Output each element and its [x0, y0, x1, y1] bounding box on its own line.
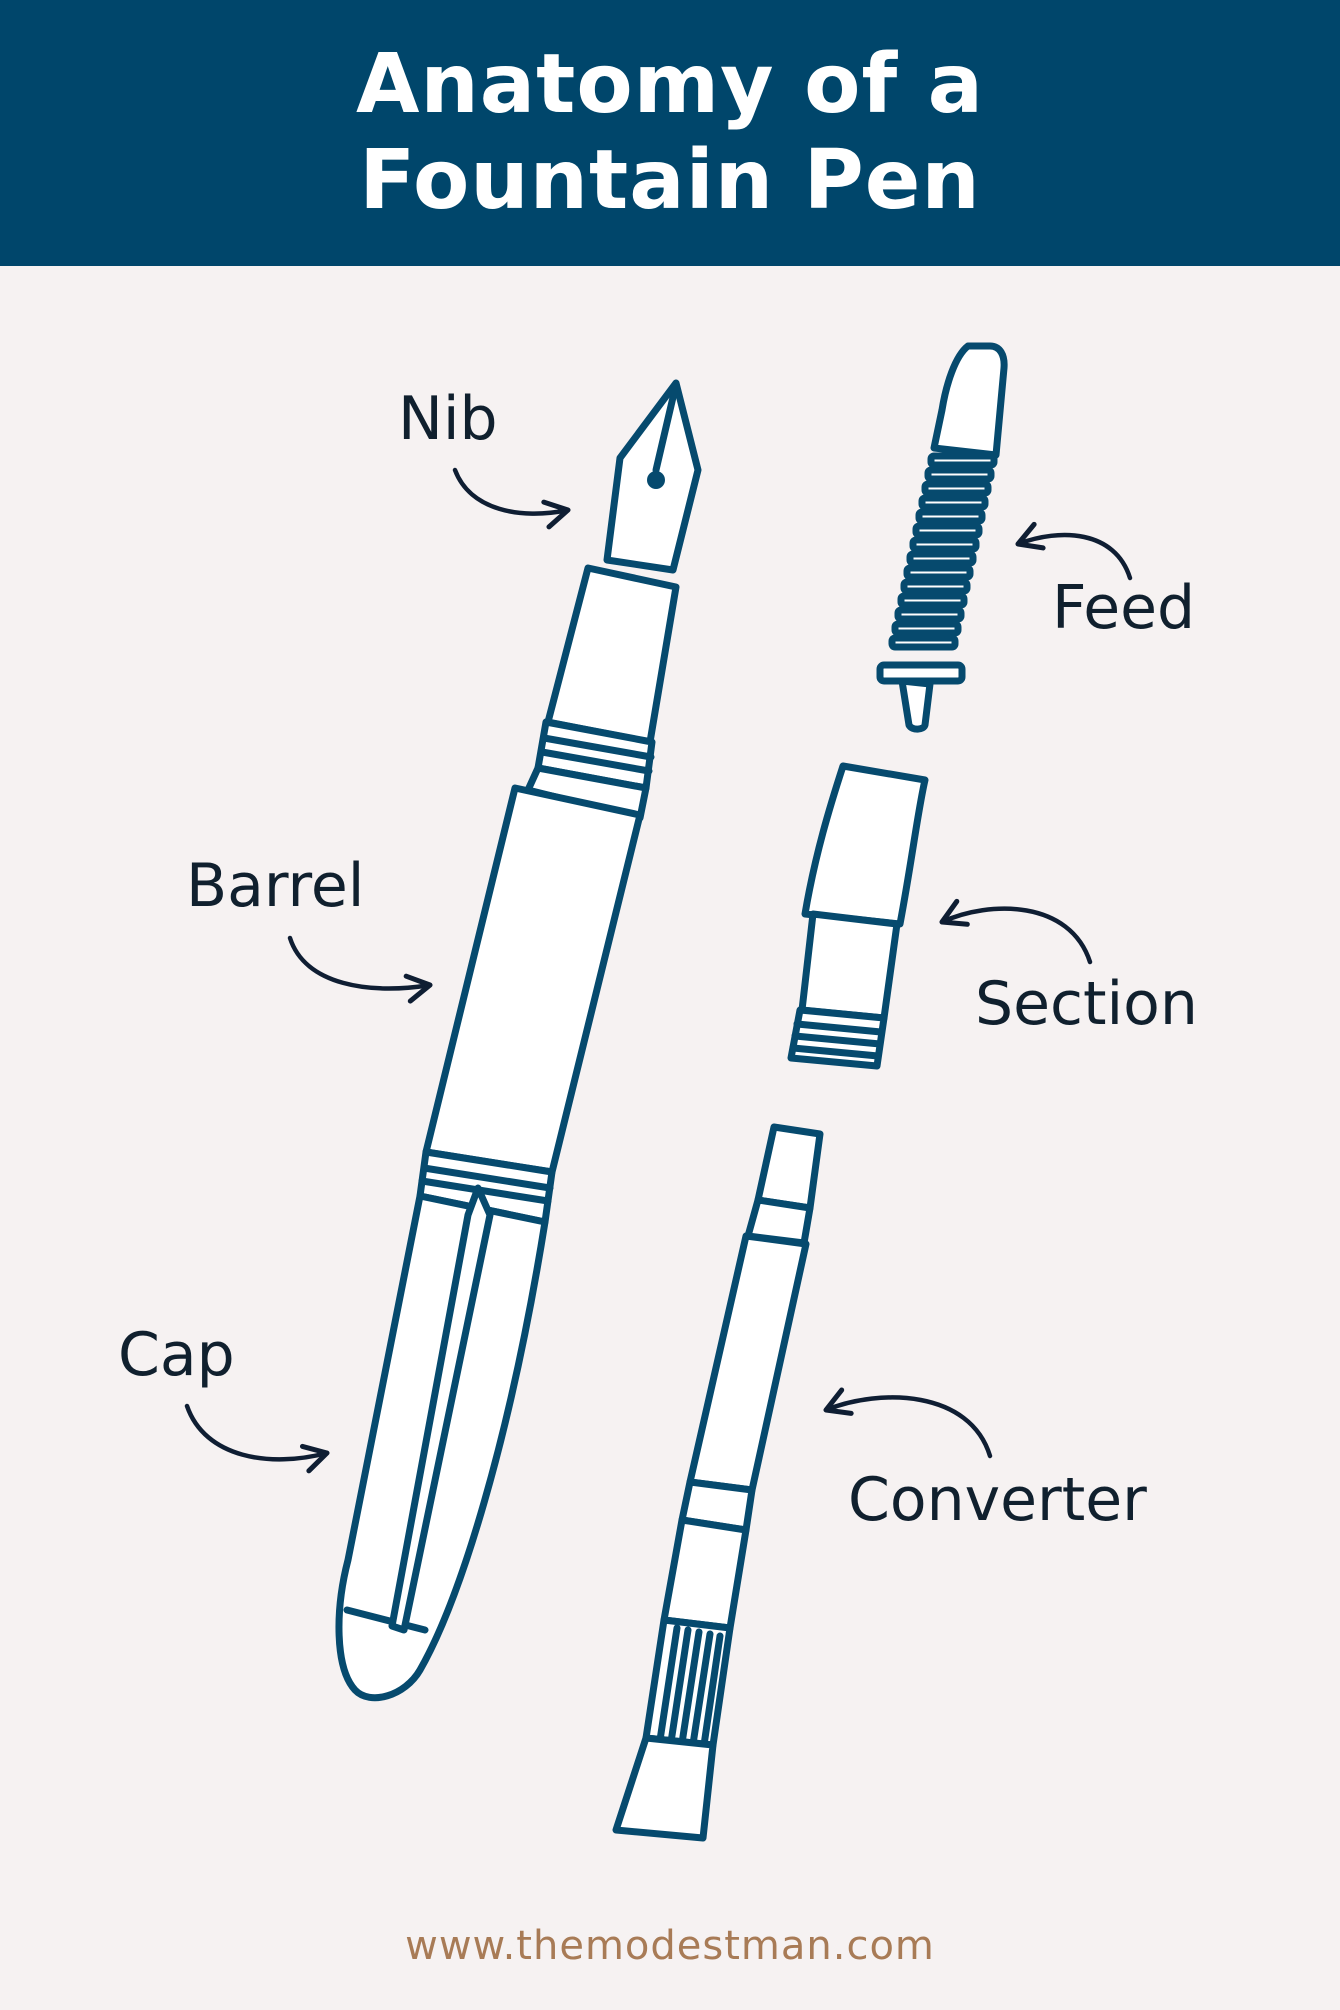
feed-tail — [898, 677, 934, 733]
feed-fin — [921, 480, 992, 497]
converter-end — [612, 1734, 717, 1842]
label-barrel: Barrel — [186, 851, 365, 921]
feed-fin — [897, 592, 968, 609]
callout-arrows — [184, 467, 1133, 1474]
feed-fin — [903, 564, 974, 581]
pen-clip — [388, 1184, 494, 1634]
label-cap: Cap — [118, 1320, 235, 1390]
section-neck — [798, 910, 901, 1022]
label-nib: Nib — [398, 384, 498, 454]
feed-fin — [906, 550, 977, 567]
converter-top — [754, 1123, 824, 1212]
feed-fin — [876, 661, 966, 685]
feed-part — [876, 342, 1008, 733]
curved-arrow-icon — [823, 1387, 993, 1459]
pen-barrel — [422, 784, 644, 1176]
converter-lower — [660, 1516, 750, 1632]
feed-fin — [909, 536, 980, 553]
feed-head — [930, 342, 1008, 459]
feed-fin — [918, 494, 989, 511]
feed-fin — [894, 606, 965, 623]
section-part — [787, 762, 929, 1070]
label-feed: Feed — [1052, 573, 1196, 643]
nib-breather-hole — [647, 471, 665, 489]
title-line-2: Fountain Pen — [359, 133, 981, 228]
label-converter: Converter — [848, 1465, 1147, 1535]
curved-arrow-icon — [1015, 521, 1133, 581]
feed-fin — [915, 508, 986, 525]
curved-arrow-icon — [287, 935, 433, 1004]
label-section: Section — [975, 969, 1198, 1039]
title-line-1: Anatomy of a — [355, 37, 985, 132]
curved-arrow-icon — [452, 467, 571, 530]
assembled-pen — [335, 379, 702, 1702]
section-grip — [801, 762, 929, 928]
converter-part — [612, 1123, 824, 1842]
pen-diagram — [184, 342, 1133, 1842]
feed-fin — [912, 522, 983, 539]
feed-fin — [927, 452, 998, 469]
footer-url: www.themodestman.com — [405, 1923, 935, 1969]
feed-fin — [900, 578, 971, 595]
curved-arrow-icon — [939, 898, 1093, 965]
feed-fin — [891, 620, 962, 637]
header-banner: Anatomy of a Fountain Pen — [0, 0, 1340, 266]
feed-fin — [924, 466, 995, 483]
pen-grip-section — [544, 564, 680, 746]
cap-tip-line — [343, 1606, 429, 1634]
nib-slit — [652, 389, 678, 474]
curved-arrow-icon — [184, 1403, 330, 1474]
diagram-canvas: Nib Feed Barrel Section Cap Converter — [0, 266, 1340, 2010]
converter-body — [686, 1232, 810, 1494]
feed-fin — [888, 634, 959, 651]
